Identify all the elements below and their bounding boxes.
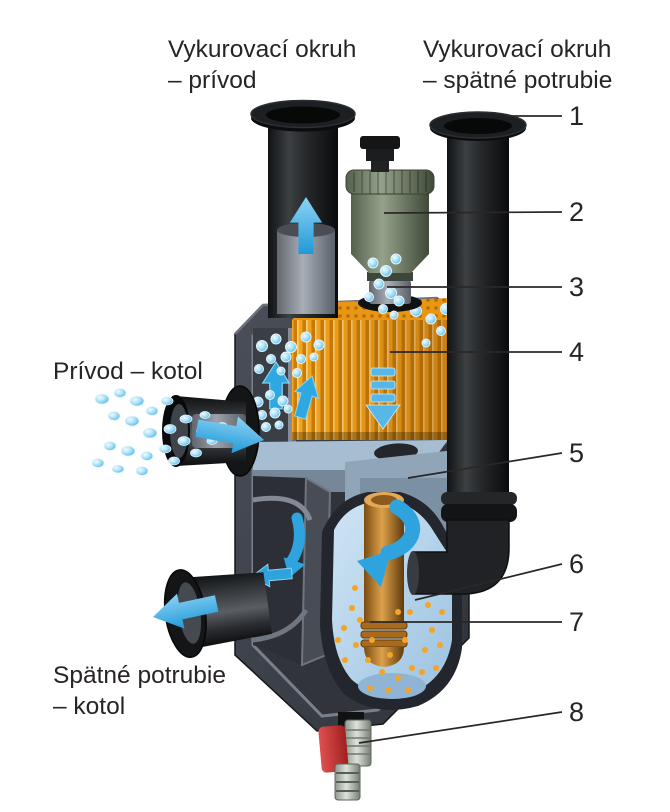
label-heating-circuit-return: Vykurovací okruh – spätné potrubie: [423, 34, 612, 96]
callout-number-4: 4: [569, 337, 585, 367]
leader-lines: [358, 115, 563, 744]
callout-number-5: 5: [569, 438, 585, 468]
flow-arrow-mesh-down: [365, 367, 401, 430]
automatic-air-vent: [345, 136, 435, 320]
callout-number-3: 3: [569, 272, 585, 302]
flow-arrow-supply-up: [289, 197, 323, 254]
label-line: – spätné potrubie: [423, 67, 613, 94]
heating-supply-pipe: [250, 99, 356, 318]
label-line: Prívod – kotol: [53, 358, 203, 385]
heating-return-pipe: [407, 111, 527, 595]
air-bubbles-vent: [364, 253, 405, 320]
label-line: Vykurovací okruh: [423, 36, 612, 63]
flow-arrow-inlet: [195, 416, 264, 454]
label-boiler-supply: Prívod – kotol: [53, 356, 203, 387]
leader-line-6: [414, 563, 563, 601]
leader-line-8: [358, 711, 563, 744]
drain-valve-handle: [318, 725, 349, 773]
label-heating-circuit-supply: Vykurovací okruh – prívod: [168, 34, 356, 96]
flow-arrow-outlet: [153, 593, 219, 629]
leader-line-5: [407, 452, 563, 479]
callout-number-2: 2: [569, 197, 585, 227]
label-line: – prívod: [168, 67, 257, 94]
label-line: Vykurovací okruh: [168, 36, 357, 63]
callout-number-8: 8: [569, 697, 585, 727]
leader-line-2: [383, 211, 563, 214]
magnet-tube: [360, 492, 408, 667]
label-line: – kotol: [53, 693, 126, 720]
flow-arrow-down-curve: [357, 499, 421, 588]
callout-number-1: 1: [569, 101, 585, 131]
label-line: Spätné potrubie: [53, 662, 226, 689]
drain-valve: [318, 712, 372, 801]
callout-number-7: 7: [569, 607, 585, 637]
air-bubbles: [252, 295, 467, 432]
label-boiler-return: Spätné potrubie – kotol: [53, 660, 226, 722]
callout-number-6: 6: [569, 549, 585, 579]
